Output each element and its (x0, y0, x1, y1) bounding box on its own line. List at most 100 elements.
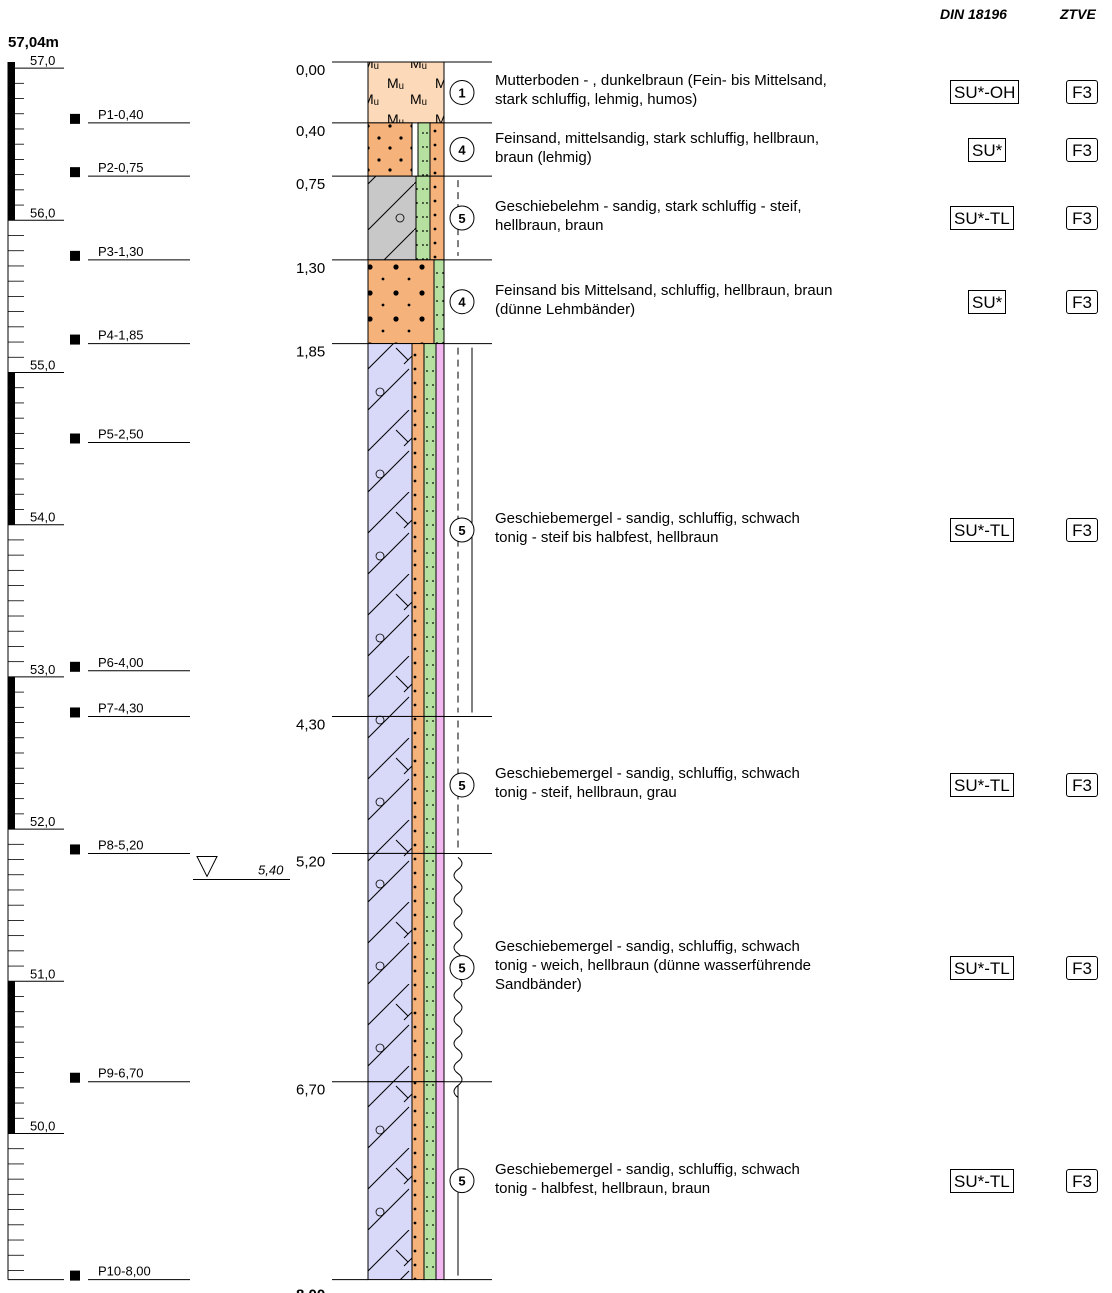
din-class-box: SU*-TL (950, 1168, 1014, 1193)
layer-sand-band (429, 122, 445, 177)
layer-number-circle (449, 79, 475, 105)
sample-marker (70, 1072, 80, 1083)
din-class-box: SU*-TL (950, 772, 1014, 797)
description-line: stark schluffig, lehmig, humos) (495, 91, 698, 109)
layer-clay-band (435, 343, 445, 717)
description-line: Geschiebemergel - sandig, schluffig, sch… (495, 1160, 800, 1178)
layer-number: 1 (458, 85, 465, 100)
description-line: hellbraun, braun (495, 217, 604, 234)
layer-silt-band (423, 343, 437, 717)
sample-label: P4-1,85 (98, 328, 144, 343)
description-line: Geschiebemergel - sandig, schluffig, sch… (495, 764, 800, 782)
layer-silt-band (433, 259, 445, 345)
sample-label: P1-0,40 (98, 107, 144, 122)
din-class-box: SU*-TL (950, 518, 1014, 542)
scale-band (8, 62, 15, 69)
layer-number: 5 (458, 961, 465, 976)
sample-label: P9-6,70 (98, 1066, 144, 1081)
din-class-box: SU*-OH (950, 80, 1020, 105)
layer-number: 5 (458, 523, 465, 538)
sample-marker (70, 167, 80, 178)
description-line: tonig - steif, hellbraun, grau (495, 783, 677, 801)
ztve-class-box: F3 (1066, 137, 1098, 162)
depth-label: 5,20 (296, 853, 325, 870)
layer-number: 4 (458, 295, 466, 310)
depth-label: 4,30 (296, 716, 325, 733)
scale-label: 50,0 (30, 1118, 55, 1133)
ztve-class-box: F3 (1066, 772, 1098, 797)
depth-label: 8,00 (296, 1287, 325, 1293)
sample-marker (70, 250, 80, 261)
layer-main-column (367, 852, 413, 1083)
layer-number: 5 (458, 778, 465, 793)
din-class-box: SU*-TL (950, 955, 1014, 980)
scale-label: 57,0 (30, 53, 55, 68)
layer-main-column (367, 343, 413, 717)
layer-number-circle (449, 955, 475, 981)
sample-label: P6-4,00 (98, 655, 144, 670)
sample-marker (70, 113, 80, 124)
depth-label: 0,00 (296, 62, 325, 79)
description-line: tonig - halbfest, hellbraun, braun (495, 1179, 711, 1197)
description-line: Feinsand bis Mittelsand, schluffig, hell… (495, 281, 833, 299)
layer-main-column (367, 1081, 413, 1281)
layer-main-column (367, 175, 417, 261)
layer-number-circle (449, 1168, 475, 1194)
scale-label: 52,0 (30, 814, 55, 829)
scale-label: 51,0 (30, 966, 55, 981)
layer-silt-band (417, 122, 431, 177)
ztve-class-box: F3 (1066, 1168, 1098, 1193)
layer-description: Feinsand, mittelsandig, stark schluffig,… (495, 129, 925, 167)
layer-number: 4 (458, 143, 466, 158)
depth-label: 6,70 (296, 1082, 325, 1099)
sample-marker (70, 707, 80, 718)
layer-sand-band (411, 343, 425, 717)
description-line: tonig - steif bis halbfest, hellbraun (495, 529, 719, 546)
layer-description: Geschiebemergel - sandig, schluffig, sch… (495, 1160, 925, 1198)
layer-description: Geschiebelehm - sandig, stark schluffig … (495, 197, 925, 235)
layer-sand-band (411, 1081, 425, 1281)
top-elevation-label: 57,04m (8, 34, 59, 51)
scale-label: 56,0 (30, 205, 55, 220)
sample-label: P5-2,50 (98, 427, 144, 442)
layer-clay-band (435, 715, 445, 854)
scale-label: 53,0 (30, 662, 55, 677)
layer-sand-band (411, 715, 425, 854)
description-line: Mutterboden - , dunkelbraun (Fein- bis M… (495, 72, 827, 90)
layer-silt-band (423, 1081, 437, 1281)
description-line: Geschiebemergel - sandig, schluffig, sch… (495, 938, 800, 956)
groundwater-label: 5,40 (258, 862, 284, 877)
layer-sand-band (411, 852, 425, 1083)
depth-label: 0,75 (296, 176, 325, 193)
depth-label: 0,40 (296, 123, 325, 140)
layer-number-circle (449, 289, 475, 315)
sample-label: P7-4,30 (98, 700, 144, 715)
depth-label: 1,85 (296, 344, 325, 361)
description-line: Geschiebelehm - sandig, stark schluffig … (495, 198, 802, 215)
sample-marker (70, 1270, 80, 1281)
sample-label: P8-5,20 (98, 837, 144, 852)
sample-marker (70, 661, 80, 672)
layer-main-column (367, 259, 435, 345)
ztve-class-box: F3 (1066, 289, 1098, 314)
layer-number: 5 (458, 211, 465, 226)
ztve-class-box: F3 (1066, 80, 1098, 105)
din-header: DIN 18196 (940, 6, 1007, 22)
layer-number-circle (449, 137, 475, 163)
description-line: tonig - weich, hellbraun (dünne wasserfü… (495, 957, 812, 975)
layer-number: 5 (458, 1174, 465, 1189)
din-class-box: SU* (968, 137, 1007, 162)
layer-main-column (367, 122, 413, 177)
ztve-class-box: F3 (1066, 206, 1098, 230)
layer-number-circle (449, 205, 475, 231)
scale-label: 55,0 (30, 357, 55, 372)
layer-number-circle (449, 772, 475, 798)
layer-description: Geschiebemergel - sandig, schluffig, sch… (495, 937, 925, 994)
ztve-class-box: F3 (1066, 518, 1098, 542)
layer-description: Feinsand bis Mittelsand, schluffig, hell… (495, 281, 925, 319)
sample-label: P3-1,30 (98, 244, 144, 259)
layer-number-circle (449, 517, 475, 543)
din-class-box: SU*-TL (950, 206, 1014, 230)
sample-label: P2-0,75 (98, 160, 144, 175)
layer-silt-band (423, 852, 437, 1083)
